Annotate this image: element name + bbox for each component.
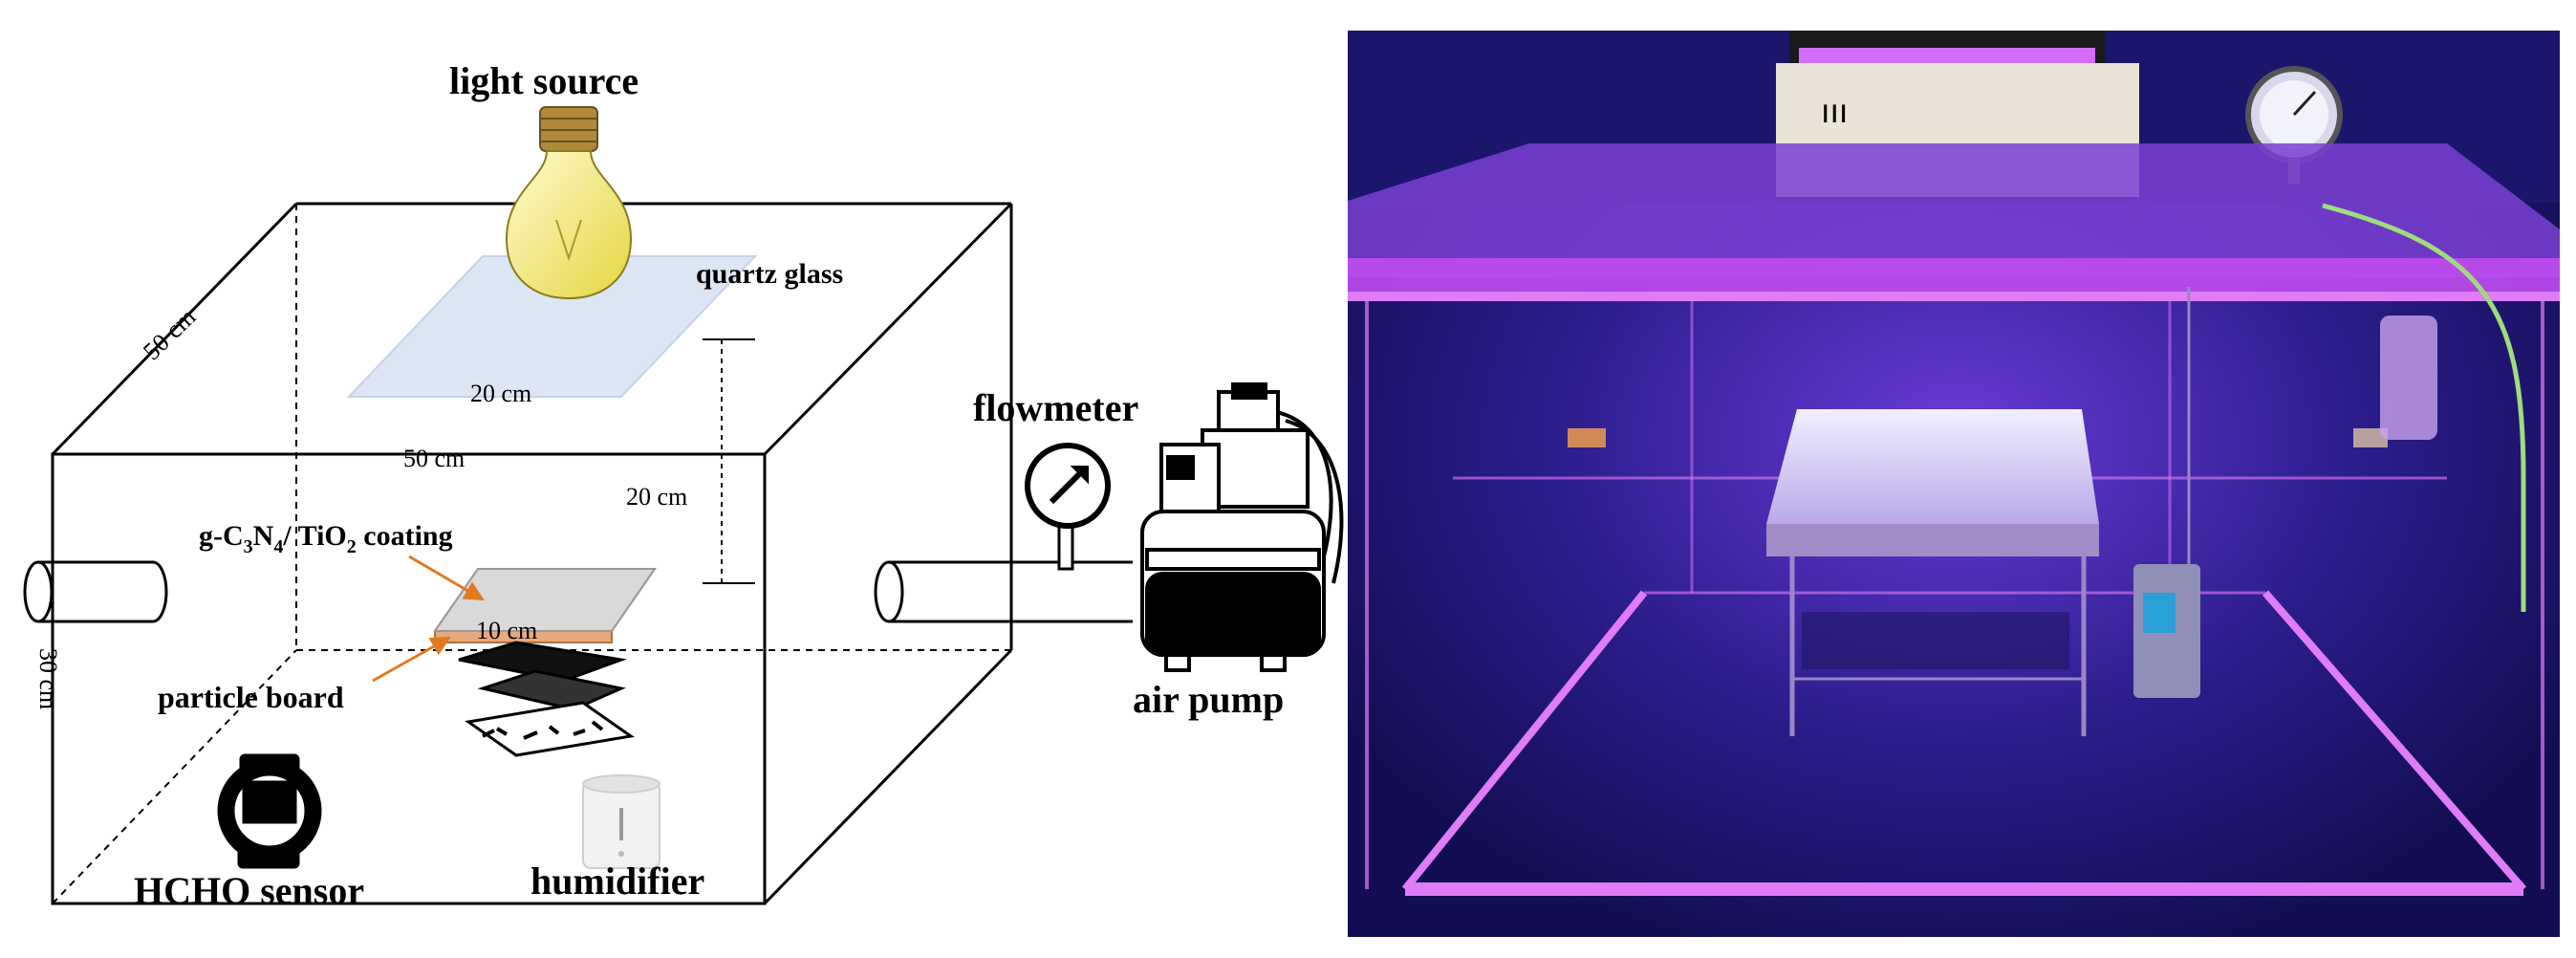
light-source-label: light source	[449, 59, 639, 102]
light-bulb-icon	[505, 106, 633, 300]
height-20-label: 20 cm	[626, 483, 687, 511]
coating-top	[433, 568, 657, 632]
humidifier-icon	[582, 774, 660, 869]
particle-board-label: particle board	[158, 680, 344, 714]
coating-arrow	[408, 555, 485, 601]
humidifier-label: humidifier	[530, 860, 704, 903]
schematic-diagram: light source quartz glass 50 cm 20 cm 50…	[23, 59, 1344, 912]
quartz-glass-label: quartz glass	[696, 258, 843, 290]
photo-lid	[1348, 143, 2560, 277]
height-dimension	[703, 338, 755, 584]
photo-tube	[2322, 203, 2526, 612]
coating-label: g-C3N4/ TiO2 coating	[199, 520, 453, 557]
chamber-front-face	[51, 452, 767, 905]
chamber-edge-br	[763, 648, 1013, 905]
photo-tank-edges	[1348, 292, 2560, 896]
hcho-sensor-icon	[217, 753, 322, 869]
chamber-edge-tl	[51, 202, 298, 456]
lamp-box-mark: ııı	[1821, 93, 1848, 131]
air-pump-label: air pump	[1133, 678, 1284, 721]
board-stand	[458, 641, 635, 757]
sample-board	[433, 568, 657, 757]
photo-valve-left	[1568, 428, 1606, 447]
board-10-label: 10 cm	[476, 617, 537, 644]
board-arrow	[372, 636, 451, 683]
photo-platform	[1766, 409, 2099, 736]
photo-valve-right	[2353, 428, 2388, 447]
glass-20-label: 20 cm	[470, 380, 531, 407]
chamber-box	[51, 202, 1013, 905]
inlet-tube	[23, 560, 168, 623]
chamber-edge-bl	[52, 649, 297, 904]
flowmeter-label: flowmeter	[973, 386, 1138, 429]
hcho-sensor-label: HCHO sensor	[134, 869, 364, 912]
outlet-tube	[874, 560, 1133, 623]
setup-photo: ııı	[1348, 31, 2560, 937]
photo-bottle	[2380, 316, 2437, 440]
flowmeter-icon	[1025, 443, 1111, 571]
quartz-glass-plate	[346, 255, 758, 398]
photo-sensor	[2133, 287, 2200, 698]
height-30-label: 30 cm	[34, 648, 62, 709]
width-50-label: 50 cm	[403, 445, 465, 472]
air-pump-icon	[1140, 382, 1344, 672]
chamber-edge-tr	[763, 202, 1013, 456]
